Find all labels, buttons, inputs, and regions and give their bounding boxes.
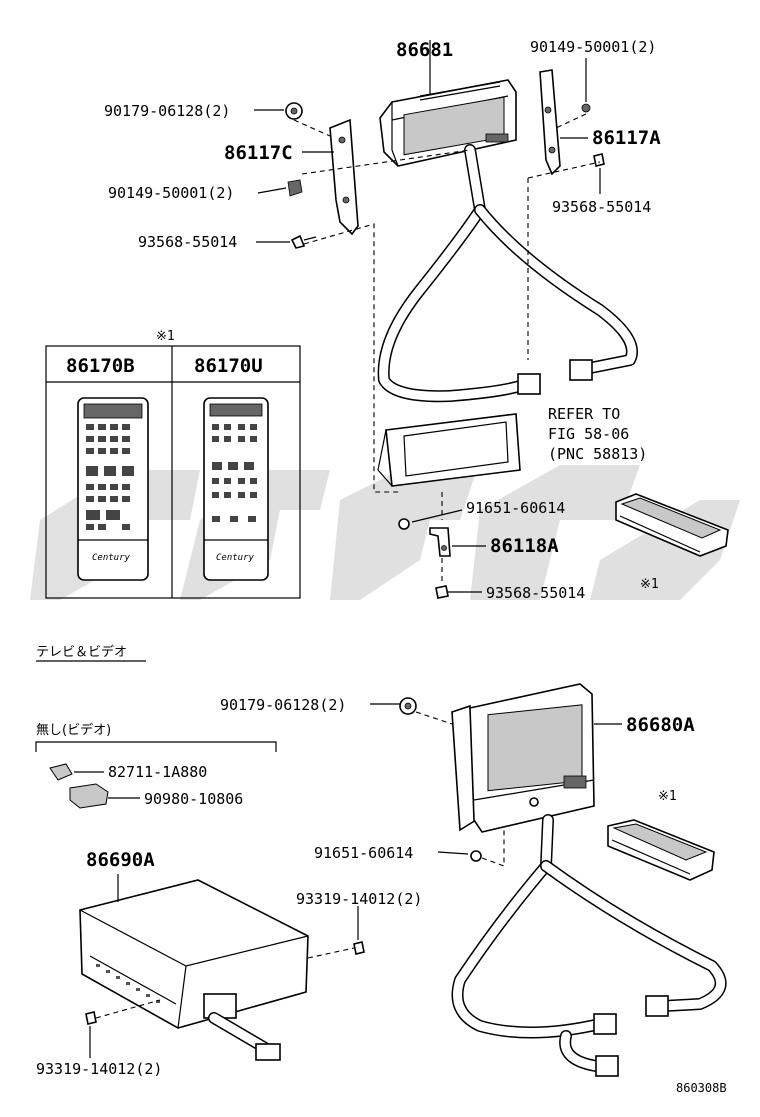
- label-screw-bottom: 93568-55014: [486, 584, 585, 602]
- label-86690A: 86690A: [86, 849, 155, 871]
- bolt-icon: [398, 518, 410, 530]
- label-clip-82711: 82711-1A880: [108, 763, 207, 781]
- display-unit-86681: [379, 79, 517, 167]
- label-86681: 86681: [396, 39, 453, 61]
- label-refer-line3: (PNC 58813): [548, 445, 647, 463]
- label-86117A: 86117A: [592, 127, 661, 149]
- heading-tv-video: テレビ＆ビデオ: [36, 644, 127, 660]
- label-86117C: 86117C: [224, 142, 293, 164]
- label-bolt-bottom: 91651-60614: [314, 844, 413, 862]
- remote-control-small-bottom: [607, 819, 715, 881]
- remote-script-left: Century: [92, 553, 131, 563]
- heading-none-video: 無し(ビデオ): [36, 722, 111, 738]
- tray-58813: [377, 413, 521, 487]
- remote-script-right: Century: [216, 553, 255, 563]
- screw-lower-icon: [85, 1011, 97, 1025]
- label-screw-left: 93568-55014: [138, 233, 237, 251]
- clip-82711-icon: [49, 763, 73, 781]
- screw-upper-icon: [353, 941, 365, 955]
- label-86680A: 86680A: [626, 714, 695, 736]
- monitor-86680A: [451, 683, 595, 833]
- label-clip-right: 90149-50001(2): [530, 38, 656, 56]
- label-bolt-top: 91651-60614: [466, 499, 565, 517]
- connector-left: [517, 373, 541, 395]
- remote-86170B: Century: [77, 397, 149, 581]
- label-nut-left: 90179-06128(2): [104, 102, 230, 120]
- connector-right: [569, 359, 593, 381]
- remote-control-small-top: [615, 493, 729, 557]
- label-screw-upper: 93319-14012(2): [296, 890, 422, 908]
- unit-86690A-cable: [208, 1012, 281, 1061]
- label-remote-box-mark: ※1: [156, 329, 175, 344]
- label-connector-90980: 90980-10806: [144, 790, 243, 808]
- figure-code: 860308B: [676, 1081, 727, 1095]
- label-86170U: 86170U: [194, 355, 263, 377]
- remote-options-box: Century Century: [45, 345, 301, 599]
- label-refer-line2: FIG 58-06: [548, 425, 629, 443]
- bolt-bottom-icon: [470, 850, 482, 862]
- label-screw-right: 93568-55014: [552, 198, 651, 216]
- screw-bottom-icon: [435, 585, 449, 599]
- bracket-86117C: [329, 118, 359, 236]
- label-remote-note-bottom: ※1: [658, 789, 677, 804]
- label-nut-bottom: 90179-06128(2): [220, 696, 346, 714]
- top-cable-harness: [377, 144, 638, 403]
- label-refer-line1: REFER TO: [548, 405, 620, 423]
- screw-right-icon: [593, 153, 605, 167]
- label-screw-lower: 93319-14012(2): [36, 1060, 162, 1078]
- label-86118A: 86118A: [490, 535, 559, 557]
- label-clip-left: 90149-50001(2): [108, 184, 234, 202]
- label-remote-note-top: ※1: [640, 577, 659, 592]
- screw-icon: [290, 234, 306, 249]
- connector-90980-icon: [69, 783, 109, 809]
- remote-86170U: Century: [203, 397, 269, 581]
- bracket-86117A: [539, 69, 561, 176]
- monitor-cable-harness: [451, 814, 727, 1077]
- clip-icon: [287, 179, 303, 197]
- label-86170B: 86170B: [66, 355, 135, 377]
- clip-right-icon: [581, 103, 591, 113]
- unit-86690A: [79, 879, 309, 1029]
- bracket-86118A-icon: [429, 527, 451, 557]
